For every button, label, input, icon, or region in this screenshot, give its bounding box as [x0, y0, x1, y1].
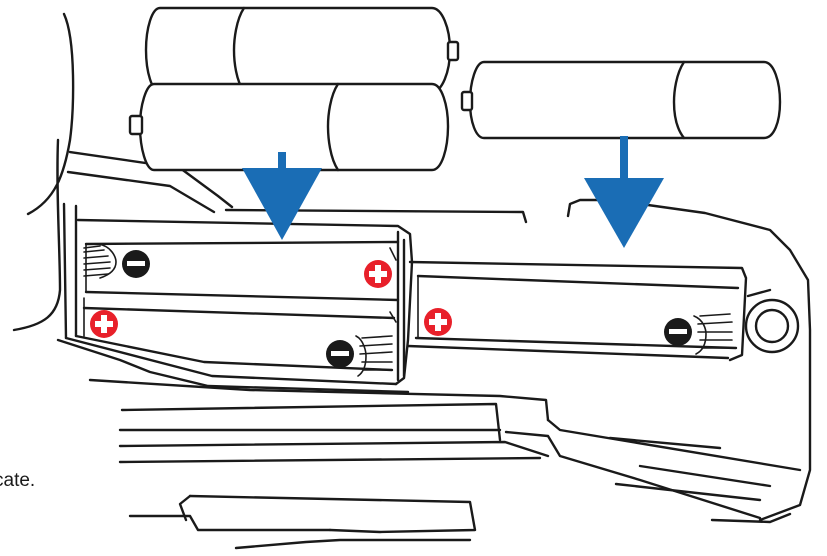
battery-icon: [460, 60, 782, 140]
device-left-edge: [12, 12, 75, 332]
battery-compartment: [62, 202, 748, 386]
plus-terminal-icon: [364, 260, 392, 288]
battery-icon: [128, 82, 450, 172]
down-arrow-icon: [584, 136, 664, 248]
device-lower-layers: [56, 338, 802, 550]
caption-text: cate.: [0, 470, 36, 491]
minus-terminal-icon: [326, 340, 354, 368]
strap-post: [744, 288, 800, 354]
device-upper-shell: [66, 150, 812, 522]
minus-terminal-icon: [122, 250, 150, 278]
down-arrow-icon: [242, 152, 322, 240]
plus-terminal-icon: [90, 310, 118, 338]
battery-icon: [144, 6, 460, 94]
minus-terminal-icon: [664, 318, 692, 346]
spring-icon: [83, 243, 733, 377]
plus-terminal-icon: [424, 308, 452, 336]
